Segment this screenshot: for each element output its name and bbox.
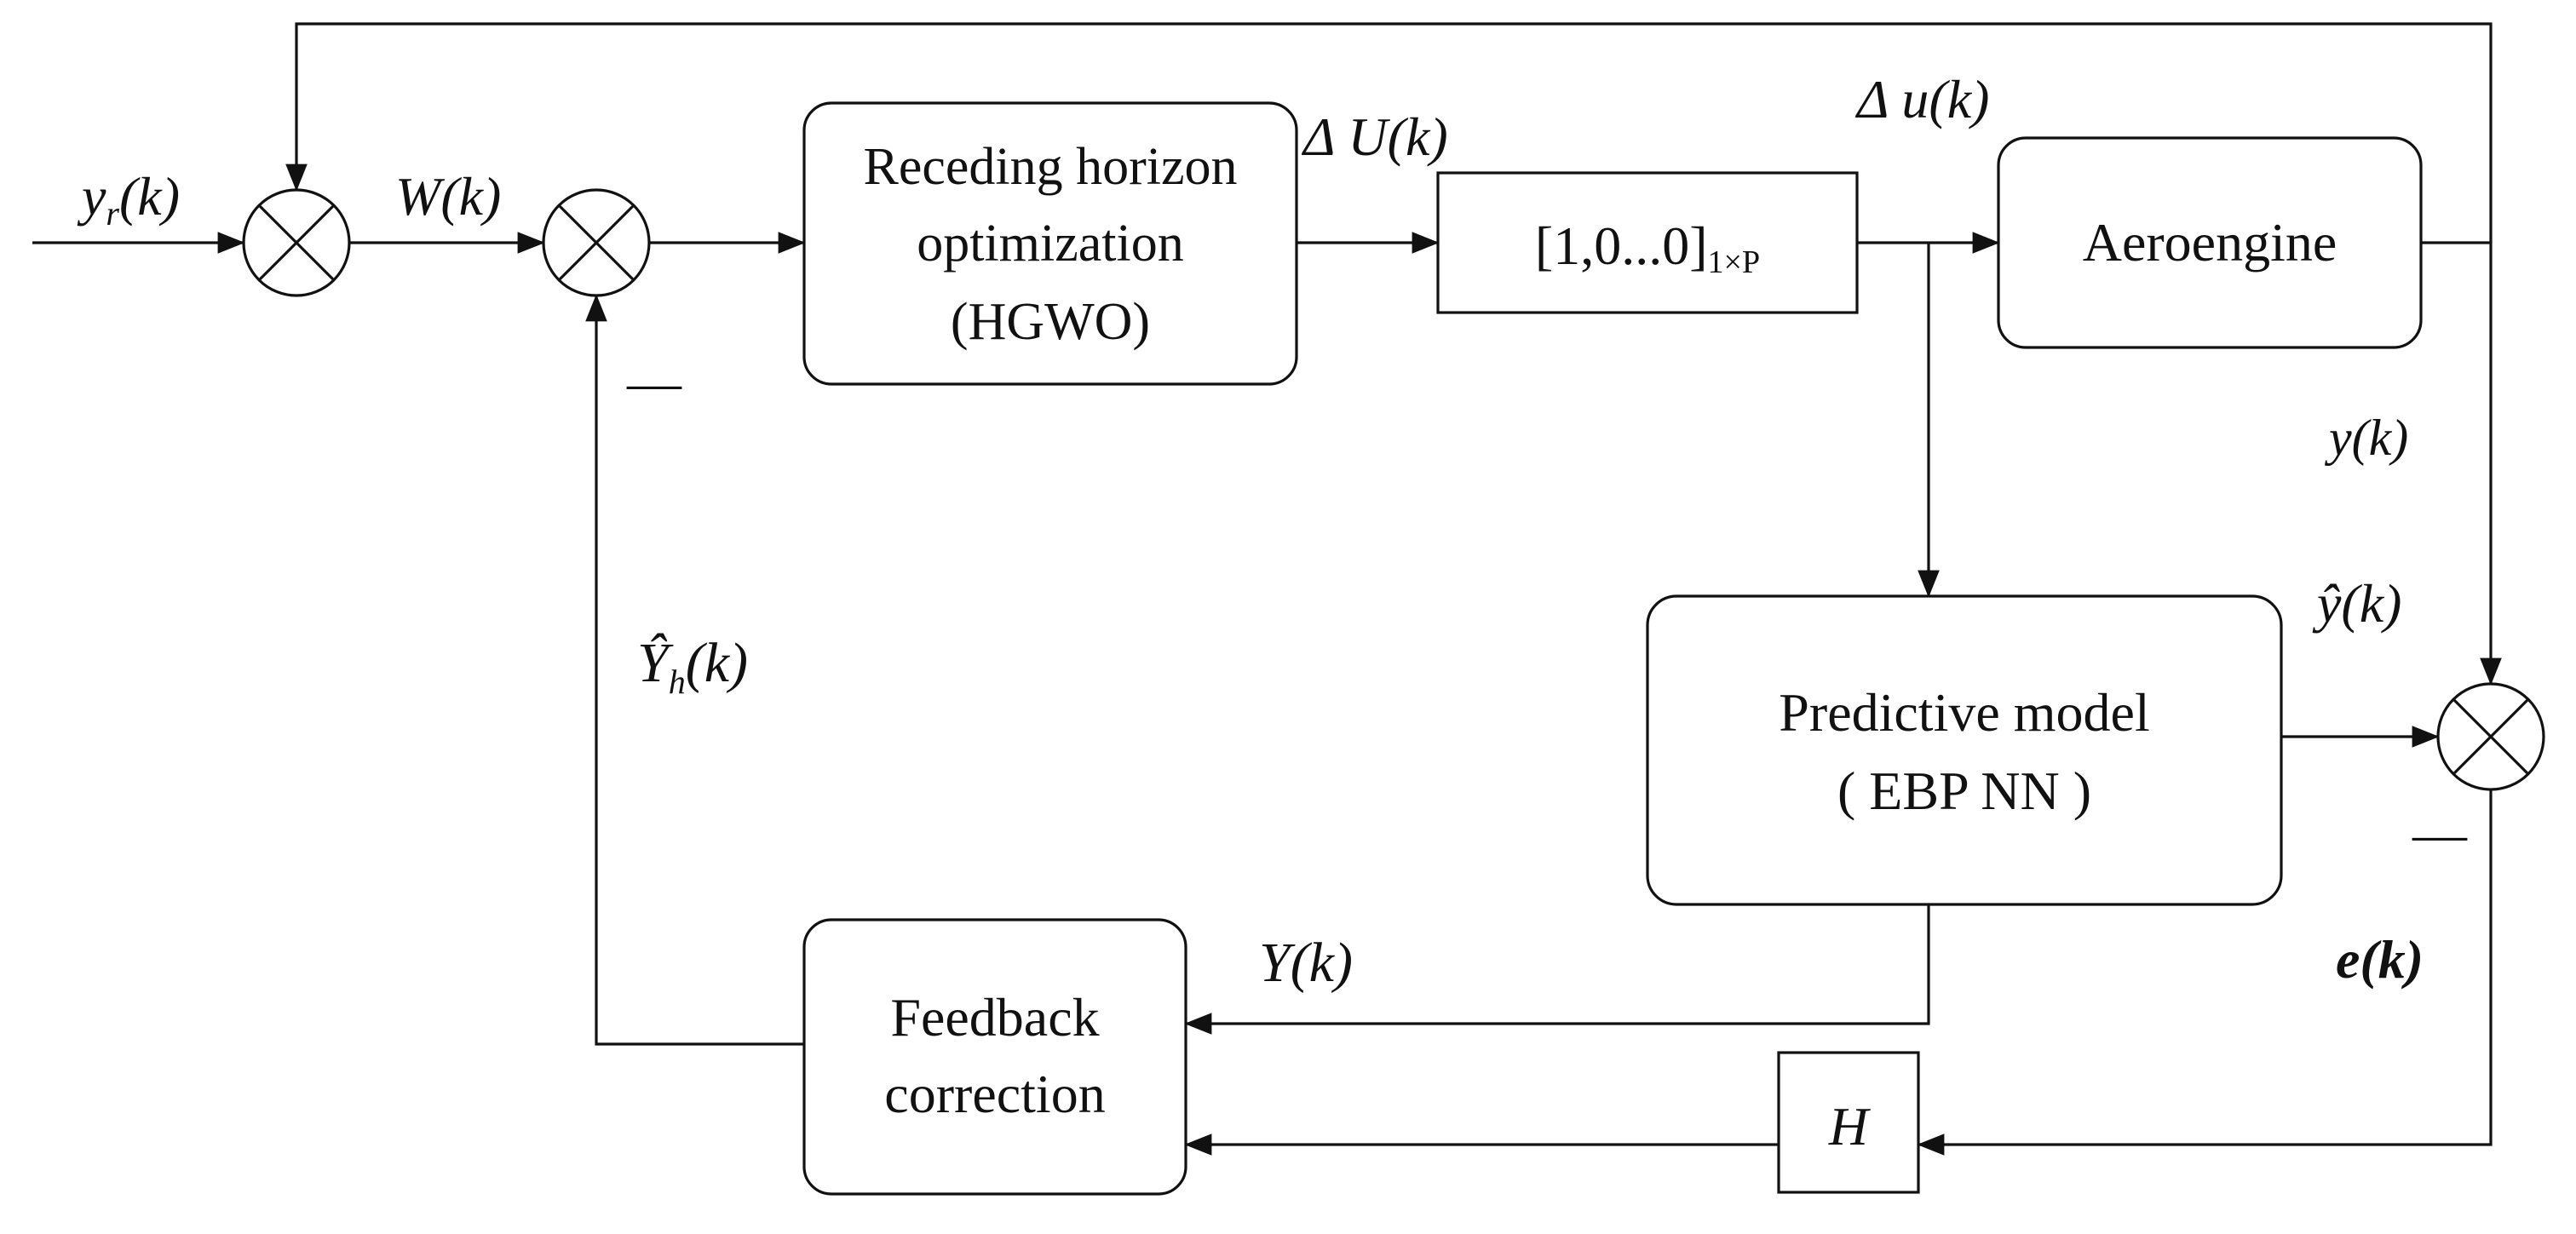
summing-junction-2	[542, 188, 651, 297]
selector-subscript: 1×P	[1708, 244, 1761, 280]
minus-sign-junction-3: —	[2412, 803, 2468, 864]
gain-h-block: H	[1777, 1051, 1920, 1194]
selector-main: [1,0...0]	[1535, 215, 1708, 276]
label-e: e(k)	[2336, 929, 2424, 990]
output-line-y	[2421, 241, 2502, 686]
minus-sign-junction-2: —	[626, 352, 682, 412]
receding-label-line1: Receding horizon	[863, 138, 1237, 196]
aeroengine-block: Aeroengine	[1997, 136, 2423, 349]
feedback-label-line2: correction	[884, 1064, 1105, 1124]
label-delta-U: Δ U(k)	[1301, 106, 1448, 167]
predictive-label-line1: Predictive model	[1779, 682, 2149, 743]
outer-feedback-line	[285, 22, 2493, 243]
label-delta-u: Δ u(k)	[1854, 69, 1989, 129]
predictive-label-line2: ( EBP NN )	[1837, 760, 2091, 821]
aeroengine-label: Aeroengine	[2083, 212, 2337, 273]
feedback-label-line1: Feedback	[890, 987, 1099, 1047]
label-yhat: ŷ(k)	[2312, 573, 2401, 634]
label-Yh: Ŷh(k)	[637, 632, 748, 701]
line-Y	[1184, 904, 1930, 1035]
selector-label: [1,0...0]1×P	[1535, 215, 1760, 280]
label-yr: yr(k)	[77, 166, 180, 232]
gain-label: H	[1828, 1096, 1872, 1157]
receding-label-line3: (HGWO)	[951, 293, 1150, 351]
summing-junction-3	[2436, 682, 2545, 791]
receding-horizon-block: Receding horizon optimization (HGWO)	[802, 101, 1298, 386]
selector-block: [1,0...0]1×P	[1436, 171, 1859, 314]
receding-label-line2: optimization	[917, 215, 1183, 273]
label-w: W(k)	[395, 166, 501, 227]
predictive-model-block: Predictive model ( EBP NN )	[1646, 594, 2283, 906]
feedback-correction-block: Feedback correction	[802, 918, 1187, 1196]
label-Y: Y(k)	[1259, 932, 1353, 994]
line-Yh	[585, 294, 804, 1046]
summing-junction-1	[242, 188, 351, 297]
line-e	[1917, 789, 2493, 1156]
label-y: y(k)	[2324, 410, 2408, 466]
